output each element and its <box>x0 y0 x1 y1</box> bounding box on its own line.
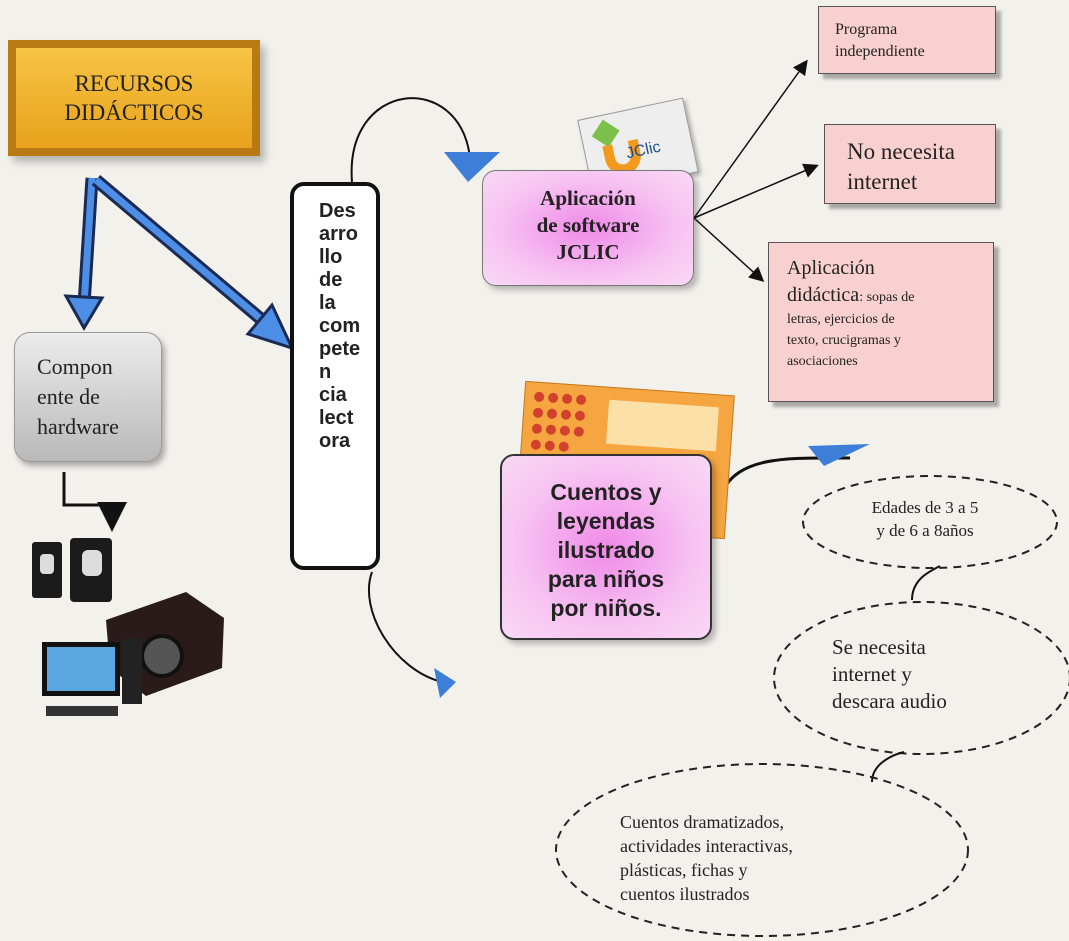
arrow-to-hardware <box>63 177 105 331</box>
computer-icon <box>42 638 142 716</box>
cuentos-dram-line: Cuentos dramatizados, <box>620 812 784 832</box>
no-necesita-line: No necesita <box>847 139 955 164</box>
didactica-line: asociaciones <box>787 354 858 369</box>
didactica-line: letras, ejercicios de <box>787 312 895 327</box>
cuentos-line: Cuentos y <box>550 479 662 505</box>
recursos-line: DIDÁCTICOS <box>64 100 204 125</box>
edades-line: y de 6 a 8años <box>876 521 974 540</box>
arrow-to-cuentos <box>367 571 443 683</box>
hardware-line: ente de <box>37 384 100 409</box>
hardware-devices <box>32 538 224 716</box>
didactica-line: didáctica <box>787 284 860 306</box>
cuentos-dram-line: actividades interactivas, <box>620 836 793 856</box>
desarrollo-line: de <box>319 269 343 291</box>
desarrollo-line: la <box>319 292 336 314</box>
desarrollo-line: pete <box>319 338 361 360</box>
arrow-to-aplicacion <box>350 97 471 183</box>
arrow-to-devices <box>62 472 127 532</box>
desarrollo-line: llo <box>319 246 343 268</box>
cuentos-dram-line: cuentos ilustrados <box>620 884 750 904</box>
desarrollo-line: com <box>319 315 361 337</box>
cuentos-line: leyendas <box>556 508 656 534</box>
storybook-icon <box>515 380 735 540</box>
ellipse-cuentos-dram <box>555 763 969 937</box>
se-necesita-text: Se necesita internet y descara audio <box>832 634 982 715</box>
cuentos-dramatizados-text: Cuentos dramatizados, actividades intera… <box>620 810 880 906</box>
no-necesita-line: internet <box>847 169 918 194</box>
cuentos-leyendas-box: Cuentos y leyendas ilustrado para niños … <box>500 454 712 640</box>
programa-independiente-box: Programa independiente <box>818 6 996 74</box>
cuentos-dram-line: plásticas, fichas y <box>620 860 748 880</box>
edades-text: Edades de 3 a 5 y de 6 a 8años <box>830 496 1020 542</box>
se-necesita-line: internet y <box>832 662 912 686</box>
arrow-to-desarrollo <box>91 175 295 351</box>
hardware-line: Compon <box>37 354 113 379</box>
didactica-line: Aplicación <box>787 257 875 279</box>
aplicacion-line: Aplicación <box>540 186 636 210</box>
desarrollo-line: cia <box>319 384 347 406</box>
aplicacion-line: JCLIC <box>556 240 620 264</box>
desarrollo-line: n <box>319 361 332 383</box>
recursos-line: RECURSOS <box>74 71 194 96</box>
speakers-icon <box>32 538 112 602</box>
ellipse-edades <box>802 475 1058 569</box>
hardware-box: Compon ente de hardware <box>14 332 162 462</box>
se-necesita-line: descara audio <box>832 689 947 713</box>
aplicacion-line: de software <box>536 213 640 237</box>
se-necesita-line: Se necesita <box>832 635 926 659</box>
desarrollo-line: ora <box>319 430 351 452</box>
desarrollo-line: Des <box>319 200 356 222</box>
hardware-line: hardware <box>37 414 119 439</box>
cuentos-line: para niños <box>547 566 665 592</box>
didactica-line: texto, crucigramas y <box>787 333 901 348</box>
aplicacion-software-box: Aplicación de software JCLIC <box>482 170 694 286</box>
cuentos-line: ilustrado <box>557 537 655 563</box>
programa-line: Programa <box>835 21 898 38</box>
desarrollo-line: lect <box>319 407 354 429</box>
aplicacion-didactica-box: Aplicación didáctica: sopas de letras, e… <box>768 242 994 402</box>
no-necesita-internet-box: No necesita internet <box>824 124 996 204</box>
programa-line: independiente <box>835 43 925 60</box>
desarrollo-competencia-box: Des arro llo de la com pete n cia lect o… <box>290 182 380 570</box>
recursos-didacticos-box: RECURSOS DIDÁCTICOS <box>8 40 260 156</box>
desarrollo-line: arro <box>319 223 358 245</box>
jclic-logo-icon: JClic <box>577 97 699 195</box>
edades-line: Edades de 3 a 5 <box>871 498 979 517</box>
cuentos-line: por niños. <box>550 595 662 621</box>
didactica-line: : sopas de <box>859 290 915 305</box>
